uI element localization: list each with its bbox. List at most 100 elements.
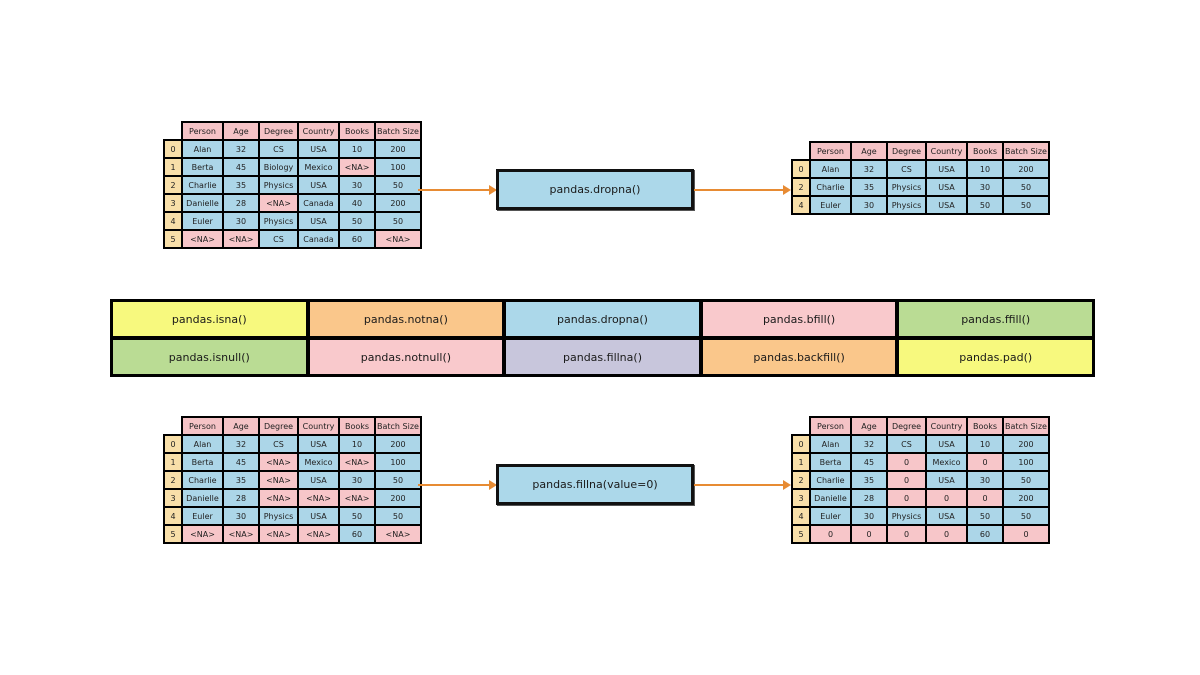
data-cell: 45 xyxy=(222,157,260,177)
row-index-cell: 5 xyxy=(163,229,183,249)
data-cell: 200 xyxy=(1002,488,1050,508)
pandas-function-grid: pandas.isna()pandas.notna()pandas.dropna… xyxy=(110,299,1095,377)
data-cell: 50 xyxy=(374,211,422,231)
data-cell: Alan xyxy=(181,434,224,454)
function-cell-pandasisnull: pandas.isnull() xyxy=(113,340,306,374)
missing-value-cell: <NA> xyxy=(222,229,260,249)
data-cell: Euler xyxy=(181,211,224,231)
column-header: Age xyxy=(850,416,888,436)
missing-value-cell: <NA> xyxy=(297,524,340,544)
data-cell: Physics xyxy=(258,211,299,231)
data-cell: 50 xyxy=(338,211,376,231)
data-cell: Physics xyxy=(258,175,299,195)
missing-value-cell: <NA> xyxy=(181,524,224,544)
column-header: Degree xyxy=(886,416,927,436)
column-header: Person xyxy=(181,416,224,436)
data-cell: Mexico xyxy=(925,452,968,472)
data-cell: 200 xyxy=(374,139,422,159)
data-cell: 35 xyxy=(850,177,888,197)
row-index-cell: 3 xyxy=(791,488,811,508)
data-cell: USA xyxy=(925,470,968,490)
column-header: Age xyxy=(222,416,260,436)
column-header: Batch Size xyxy=(374,416,422,436)
column-header: Batch Size xyxy=(374,121,422,141)
row-index-cell: 2 xyxy=(791,470,811,490)
row-index-cell: 3 xyxy=(163,193,183,213)
row-index-cell: 0 xyxy=(791,434,811,454)
missing-value-cell: 0 xyxy=(886,470,927,490)
data-cell: 32 xyxy=(850,159,888,179)
data-cell: Charlie xyxy=(181,175,224,195)
data-cell: Charlie xyxy=(181,470,224,490)
data-cell: CS xyxy=(258,139,299,159)
column-header: Person xyxy=(181,121,224,141)
row-index-cell: 5 xyxy=(163,524,183,544)
missing-value-cell: <NA> xyxy=(258,524,299,544)
arrowhead-icon xyxy=(489,480,497,490)
flow-arrow-icon xyxy=(418,480,497,490)
function-cell-pandasisna: pandas.isna() xyxy=(113,302,306,336)
missing-value-cell: <NA> xyxy=(222,524,260,544)
function-cell-pandasnotnull: pandas.notnull() xyxy=(309,340,503,374)
data-cell: 60 xyxy=(338,229,376,249)
data-cell: 50 xyxy=(1002,506,1050,526)
data-cell: 50 xyxy=(1002,470,1050,490)
row-index-cell: 0 xyxy=(163,139,183,159)
data-cell: 50 xyxy=(374,470,422,490)
data-cell: 50 xyxy=(374,175,422,195)
column-header: Degree xyxy=(886,141,927,161)
flow-arrow-icon xyxy=(694,480,791,490)
row-index-cell: 1 xyxy=(163,157,183,177)
missing-value-cell: 0 xyxy=(850,524,888,544)
function-cell-pandasbfill: pandas.bfill() xyxy=(702,302,896,336)
column-header: Books xyxy=(966,416,1004,436)
data-cell: Alan xyxy=(809,434,852,454)
data-cell: CS xyxy=(258,229,299,249)
data-cell: Alan xyxy=(809,159,852,179)
flow-arrow-icon xyxy=(418,185,497,195)
data-cell: USA xyxy=(925,195,968,215)
dropna-process-box: pandas.dropna() xyxy=(496,169,694,210)
data-cell: 40 xyxy=(338,193,376,213)
data-cell: Euler xyxy=(181,506,224,526)
data-cell: Euler xyxy=(809,506,852,526)
row-index-cell: 4 xyxy=(791,195,811,215)
row-index-cell: 1 xyxy=(163,452,183,472)
missing-value-cell: 0 xyxy=(886,524,927,544)
data-cell: Euler xyxy=(809,195,852,215)
arrowhead-icon xyxy=(489,185,497,195)
data-cell: 32 xyxy=(222,434,260,454)
data-cell: Physics xyxy=(258,506,299,526)
data-cell: 50 xyxy=(966,506,1004,526)
data-cell: Danielle xyxy=(181,488,224,508)
fillna-process-box: pandas.fillna(value=0) xyxy=(496,464,694,505)
column-header: Age xyxy=(850,141,888,161)
data-cell: 28 xyxy=(222,193,260,213)
table-corner xyxy=(164,122,182,140)
missing-value-cell: <NA> xyxy=(181,229,224,249)
data-cell: 35 xyxy=(222,470,260,490)
data-cell: Mexico xyxy=(297,157,340,177)
data-cell: Berta xyxy=(809,452,852,472)
row-index-cell: 2 xyxy=(163,175,183,195)
data-cell: 50 xyxy=(1002,195,1050,215)
missing-value-cell: <NA> xyxy=(338,452,376,472)
data-cell: USA xyxy=(925,177,968,197)
column-header: Country xyxy=(297,121,340,141)
